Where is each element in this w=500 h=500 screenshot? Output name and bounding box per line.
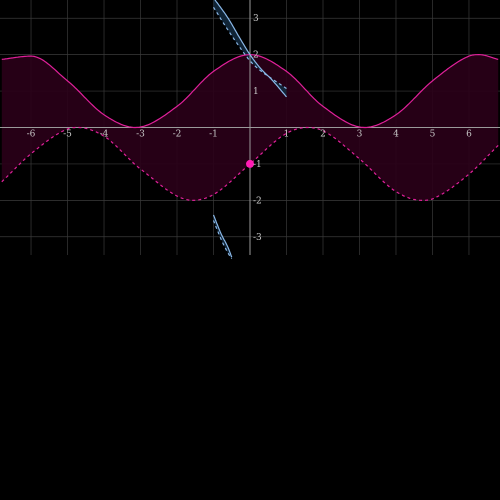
x-tick-label: 3 <box>357 130 363 140</box>
shaded-region-3 <box>213 214 232 259</box>
y-tick-label: 3 <box>253 14 259 24</box>
axes <box>0 0 500 255</box>
y-tick-label: 1 <box>253 87 259 97</box>
y-tick-label: 2 <box>253 51 259 61</box>
x-tick-label: 5 <box>430 130 436 140</box>
series-line-5 <box>212 214 233 258</box>
points <box>246 159 254 168</box>
x-tick-label: 6 <box>466 130 472 140</box>
data-point-1[interactable] <box>246 159 254 168</box>
x-tick-label: -2 <box>173 130 182 140</box>
y-tick-label: -3 <box>253 233 262 243</box>
x-tick-label: -6 <box>27 130 36 140</box>
x-tick-label: -3 <box>136 130 145 140</box>
y-tick-label: -1 <box>253 160 262 170</box>
x-tick-label: 1 <box>284 130 290 140</box>
x-tick-label: -5 <box>63 130 72 140</box>
curves <box>1 0 499 260</box>
series-line-3 <box>214 0 287 98</box>
x-tick-label: 2 <box>320 130 326 140</box>
x-tick-label: -4 <box>100 130 109 140</box>
x-tick-label: -1 <box>209 130 218 140</box>
y-tick-label: -2 <box>253 196 262 206</box>
tick-labels: -6 -5 -4 -3 -2 -1 1 2 3 4 5 6 3 2 1 -1 -2 -3 <box>27 14 472 243</box>
x-tick-label: 4 <box>393 130 399 140</box>
series-line-1 <box>1 53 499 129</box>
